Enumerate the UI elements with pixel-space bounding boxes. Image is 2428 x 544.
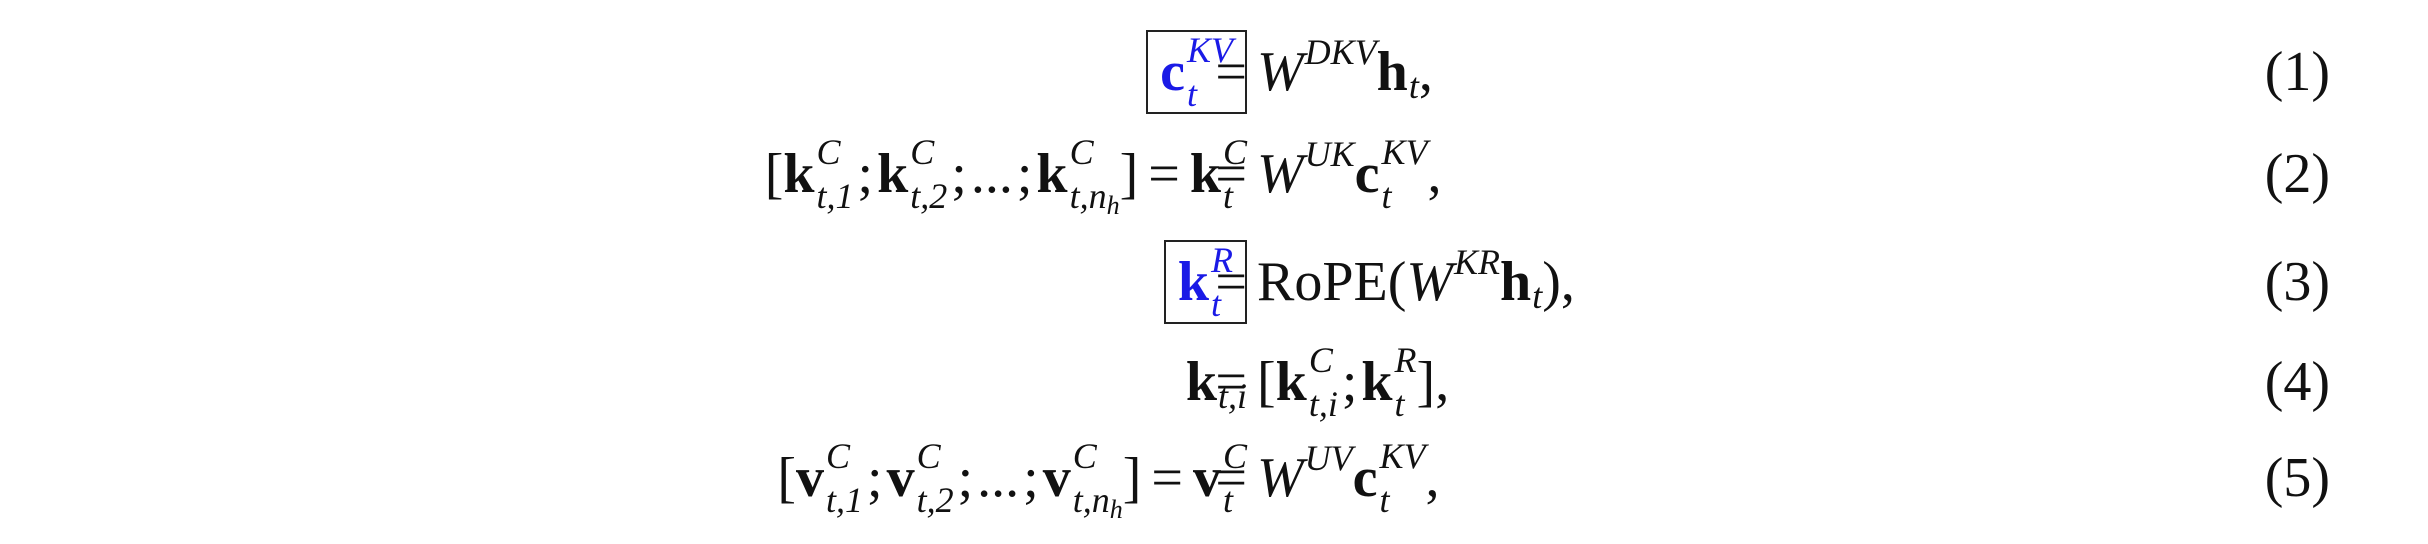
equation-number: (4) [2264, 351, 2330, 413]
equation-number: (5) [2264, 447, 2330, 509]
equation-number: (1) [2264, 41, 2330, 103]
equation-number: (3) [2264, 251, 2330, 313]
equation-number: (2) [2264, 143, 2330, 205]
